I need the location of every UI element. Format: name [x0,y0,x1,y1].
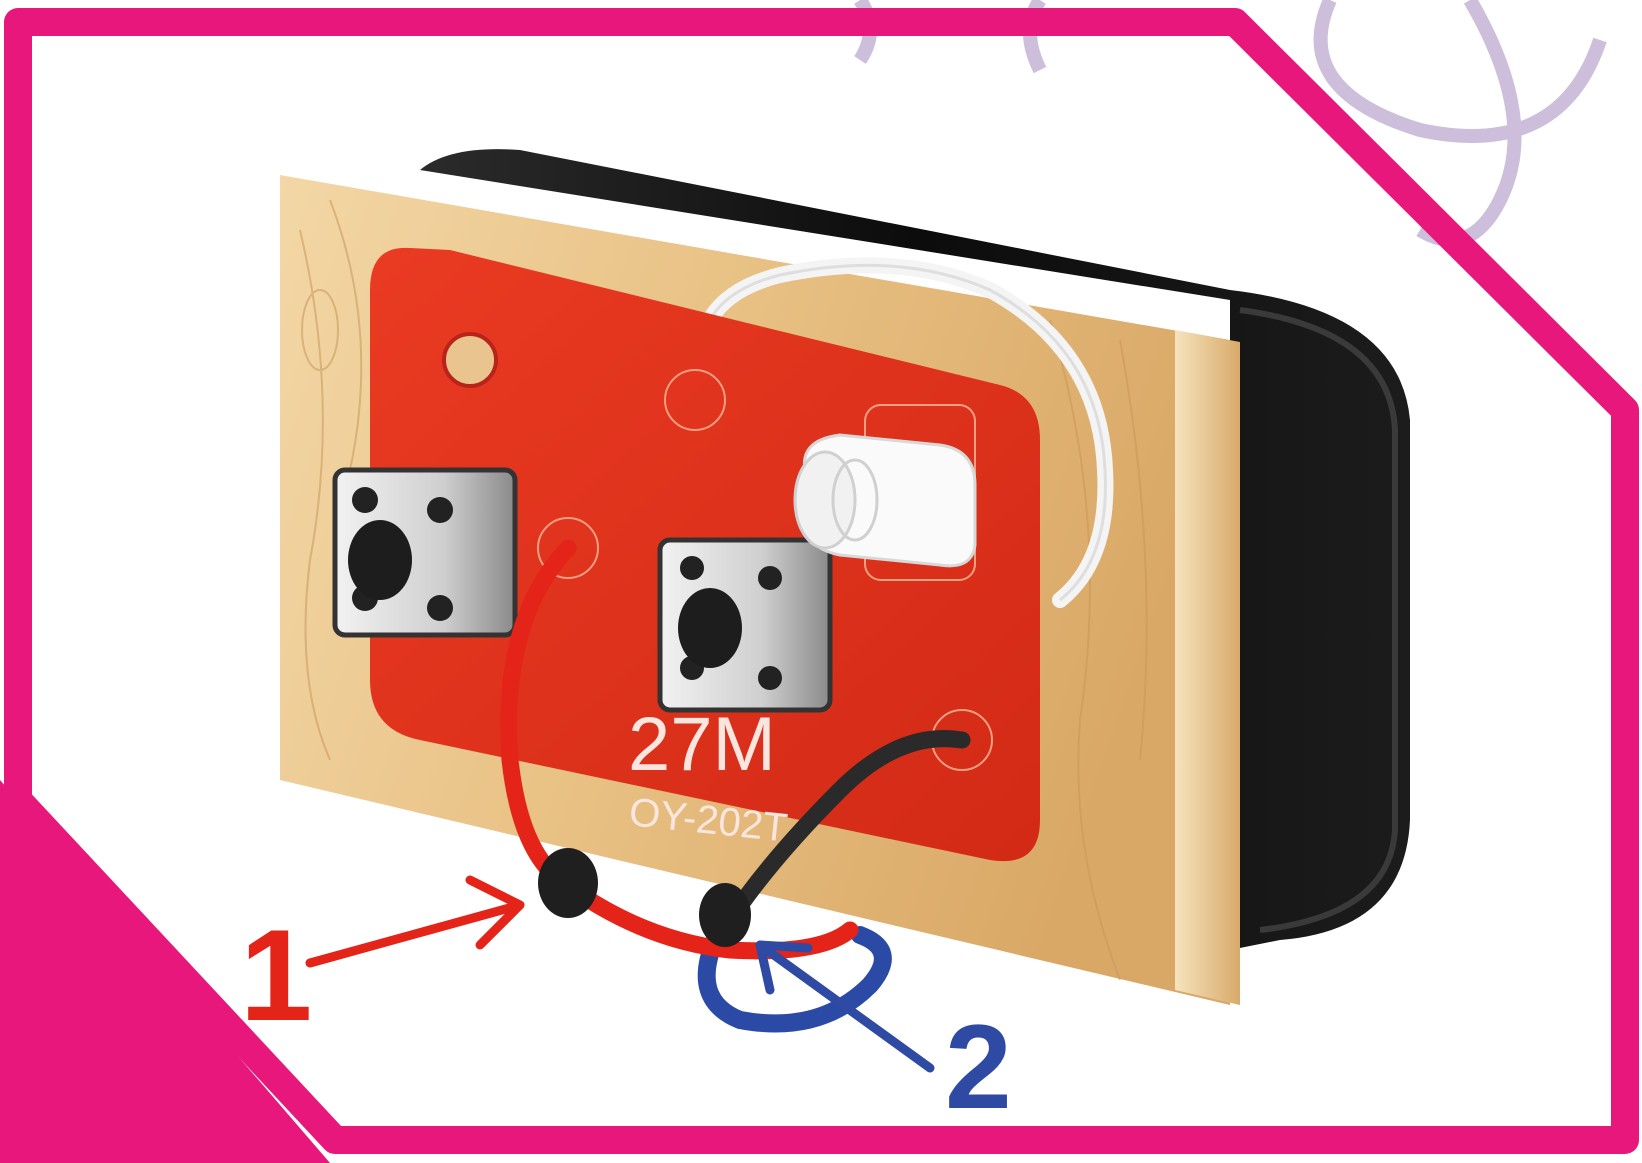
white-connector [795,435,975,566]
blue-arrow-icon [760,945,930,1068]
red-wire-joint [538,848,598,918]
callout-1: 1 [240,880,520,1048]
push-button-left [335,470,515,635]
push-button-center [660,540,830,710]
pcb-mount-hole [444,334,496,386]
black-wire-joint [699,883,751,947]
pcb-label-main: 27M [628,702,776,787]
callout-1-label: 1 [240,902,312,1048]
callout-2-label: 2 [945,1000,1012,1134]
red-arrow-icon [310,880,520,963]
